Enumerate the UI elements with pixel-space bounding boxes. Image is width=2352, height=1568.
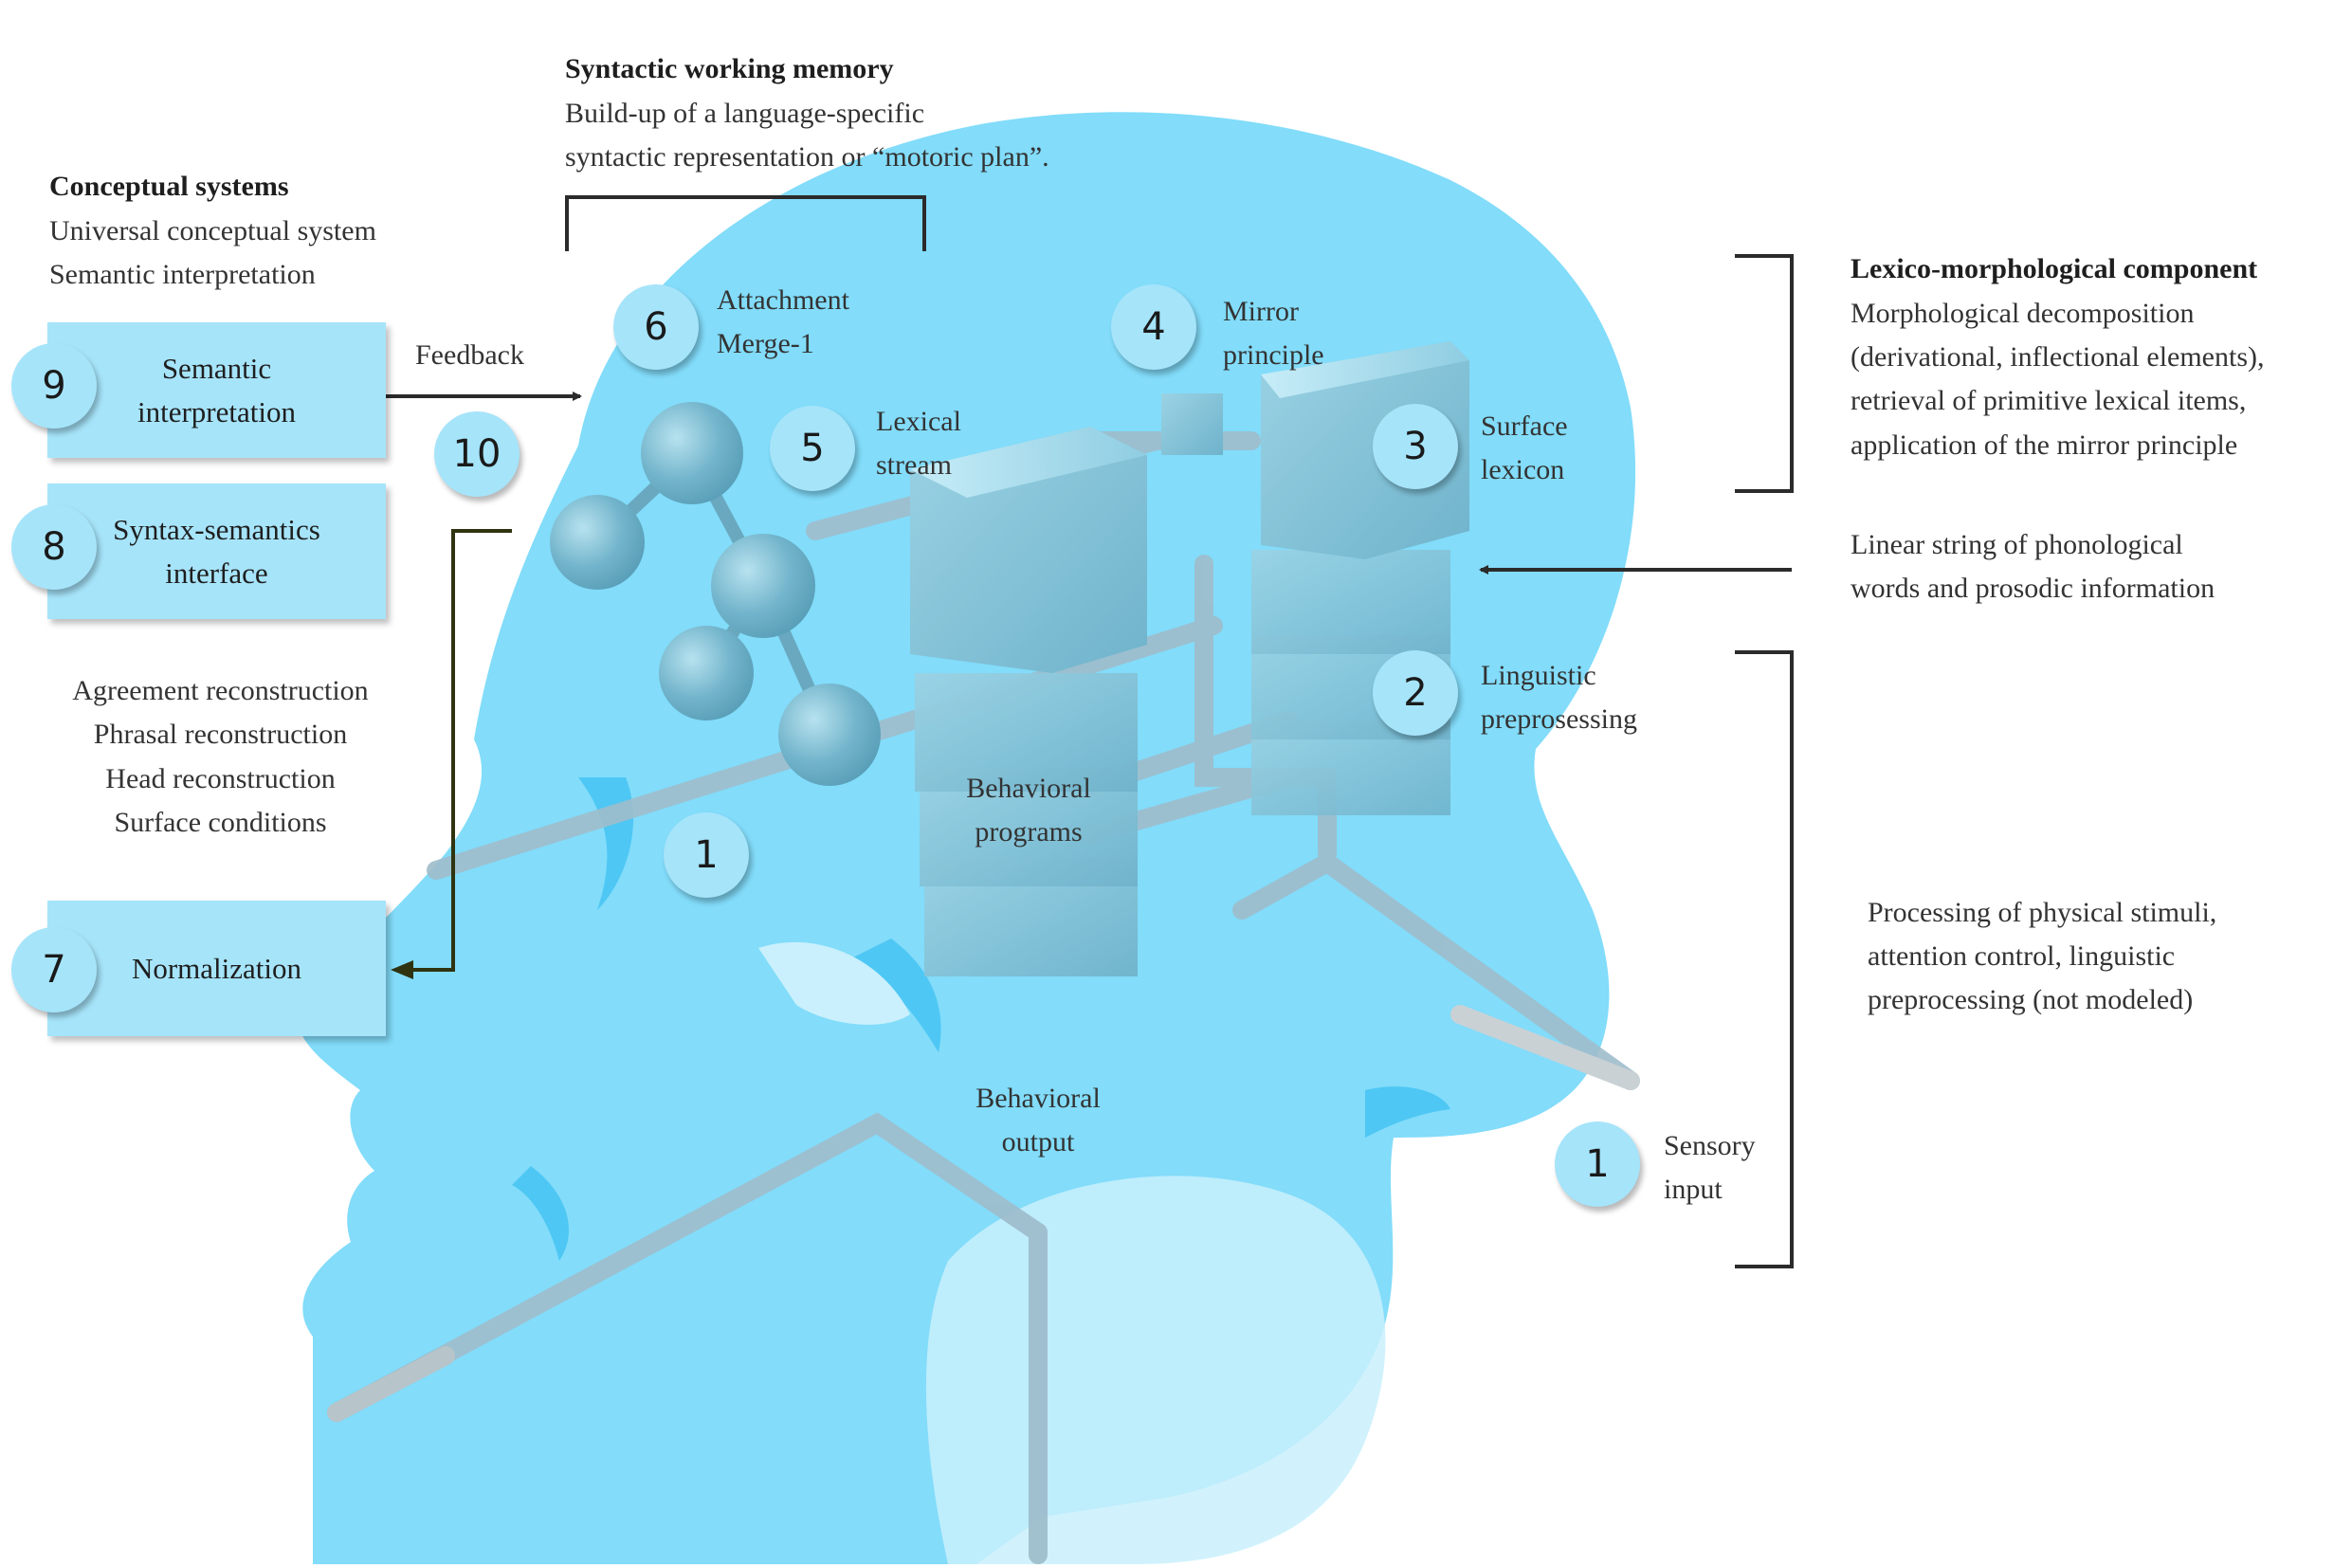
syntax-semantics-box: Syntax-semantics interface bbox=[47, 483, 386, 619]
sphere-5 bbox=[778, 684, 881, 786]
number-badge-5: 5 bbox=[770, 406, 855, 491]
sensory-line2: input bbox=[1664, 1174, 1723, 1205]
behavioral-programs-line2: programs bbox=[975, 816, 1083, 848]
number-badge-7: 7 bbox=[11, 927, 97, 1012]
bracket-syntactic bbox=[565, 195, 926, 251]
sensory-line1: Sensory bbox=[1664, 1130, 1756, 1161]
normalization-label: Normalization bbox=[131, 951, 302, 985]
lexico-line4: application of the mirror principle bbox=[1851, 429, 2238, 461]
pipes bbox=[327, 431, 1640, 1564]
small-connector-cube bbox=[1161, 393, 1223, 455]
conceptual-line2: Semantic interpretation bbox=[49, 259, 316, 290]
number-badge-1-behavioral: 1 bbox=[664, 812, 749, 898]
normalization-arrowhead bbox=[391, 960, 413, 979]
conceptual-title: Conceptual systems bbox=[49, 171, 289, 202]
behavioral-output-line1: Behavioral bbox=[975, 1083, 1101, 1114]
processing-line3: preprocessing (not modeled) bbox=[1868, 984, 2194, 1015]
lexical-stream-line2: stream bbox=[876, 449, 952, 481]
syntactic-memory-title: Syntactic working memory bbox=[565, 53, 894, 84]
sphere-2 bbox=[550, 495, 645, 590]
syntactic-memory-line2: syntactic representation or “motoric pla… bbox=[565, 141, 1049, 173]
reconstruction-line2: Phrasal reconstruction bbox=[93, 719, 348, 750]
lexico-line1: Morphological decomposition bbox=[1851, 298, 2195, 329]
attachment-line1: Attachment bbox=[717, 284, 849, 316]
syntax-semantics-label: Syntax-semantics interface bbox=[113, 512, 320, 590]
bracket-sensory bbox=[1735, 650, 1794, 1268]
reconstruction-line1: Agreement reconstruction bbox=[72, 675, 369, 706]
lexico-title: Lexico-morphological component bbox=[1851, 253, 2258, 284]
number-badge-2: 2 bbox=[1373, 650, 1458, 736]
number-badge-10: 10 bbox=[434, 411, 520, 497]
syntactic-memory-line1: Build-up of a language-specific bbox=[565, 98, 925, 129]
lexico-line2: (derivational, inflectional elements), bbox=[1851, 341, 2265, 373]
mirror-line1: Mirror bbox=[1223, 296, 1299, 327]
reconstruction-line4: Surface conditions bbox=[114, 807, 327, 838]
pipe-highlight bbox=[1450, 1005, 1640, 1090]
sphere-4 bbox=[659, 626, 754, 720]
sphere-1 bbox=[641, 402, 743, 504]
conceptual-line1: Universal conceptual system bbox=[49, 215, 376, 246]
semantic-interpretation-box: Semantic interpretation bbox=[47, 322, 386, 458]
number-badge-4: 4 bbox=[1111, 284, 1196, 370]
attachment-line2: Merge-1 bbox=[717, 328, 814, 359]
sphere-3 bbox=[711, 534, 815, 638]
number-badge-8: 8 bbox=[11, 504, 97, 590]
surface-lexicon-line2: lexicon bbox=[1481, 454, 1565, 485]
number-badge-9: 9 bbox=[11, 343, 97, 428]
face-shade-4 bbox=[512, 1166, 569, 1261]
eye-patch bbox=[758, 941, 910, 1025]
pipe-highlight-left bbox=[327, 1346, 455, 1422]
surface-lexicon-line1: Surface bbox=[1481, 410, 1568, 442]
reconstruction-line3: Head reconstruction bbox=[105, 763, 336, 794]
normalization-connector bbox=[410, 529, 512, 972]
processing-line2: attention control, linguistic bbox=[1868, 940, 2176, 972]
bracket-lexico bbox=[1735, 254, 1794, 493]
linear-string-line1: Linear string of phonological bbox=[1851, 529, 2183, 560]
linear-string-line2: words and prosodic information bbox=[1851, 573, 2215, 604]
normalization-box: Normalization bbox=[47, 901, 386, 1036]
behavioral-output-line2: output bbox=[1001, 1126, 1075, 1158]
lexico-line3: retrieval of primitive lexical items, bbox=[1851, 385, 2247, 416]
processing-line1: Processing of physical stimuli, bbox=[1868, 897, 2217, 928]
cube-stack-left bbox=[910, 427, 1147, 976]
mirror-line2: principle bbox=[1223, 339, 1324, 371]
linguistic-line1: Linguistic bbox=[1481, 660, 1596, 691]
semantic-interpretation-label: Semantic interpretation bbox=[137, 351, 296, 428]
face-shade-3 bbox=[1365, 1086, 1450, 1138]
number-badge-1-sensory: 1 bbox=[1555, 1121, 1640, 1207]
neck-patch bbox=[925, 1176, 1386, 1564]
feedback-label: Feedback bbox=[415, 339, 524, 371]
behavioral-programs-line1: Behavioral bbox=[966, 773, 1091, 804]
linguistic-line2: preprosessing bbox=[1481, 703, 1637, 735]
lexical-stream-line1: Lexical bbox=[876, 406, 961, 437]
number-badge-6: 6 bbox=[613, 284, 699, 370]
number-badge-3: 3 bbox=[1373, 404, 1458, 489]
